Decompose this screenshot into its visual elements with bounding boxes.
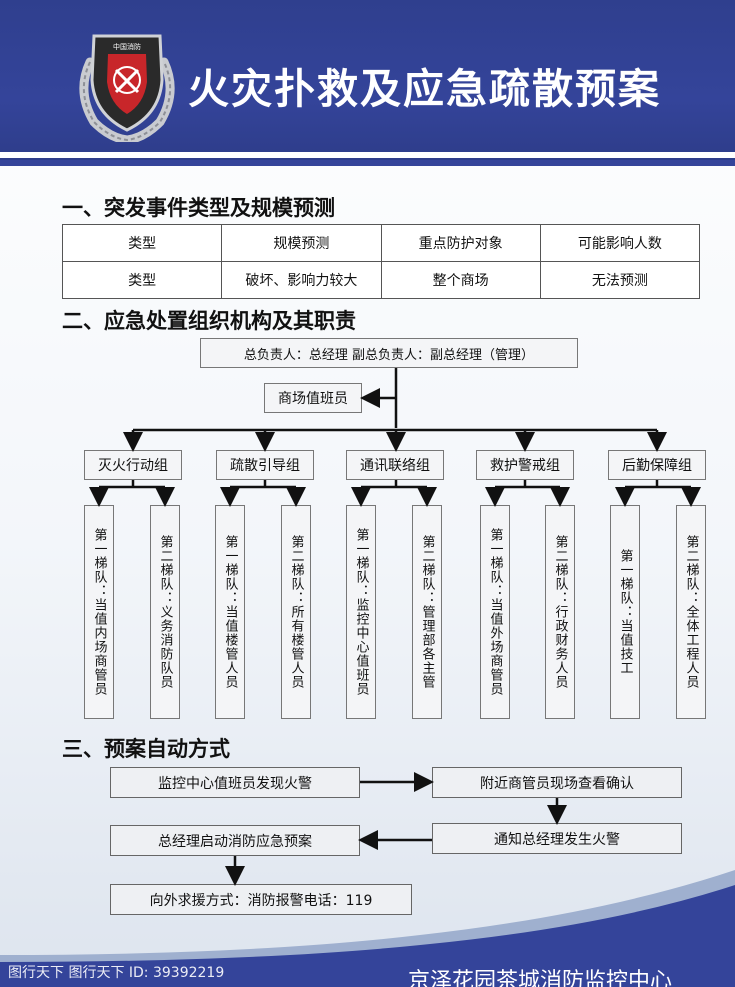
leadership-box: 总负责人：总经理 副总负责人：副总经理（管理） <box>200 338 578 368</box>
section-2-title: 二、应急处置组织机构及其职责 <box>62 309 356 333</box>
footer-org-name: 京泽花园茶城消防监控中心 <box>408 969 673 987</box>
table-cell: 类型 <box>61 261 223 299</box>
table-cell: 重点防护对象 <box>380 224 541 262</box>
table-cell: 类型 <box>61 224 223 262</box>
flow-step-notify: 通知总经理发生火警 <box>432 823 682 854</box>
fire-services-badge-icon: 中国消防 <box>79 34 175 142</box>
group-communication: 通讯联络组 <box>346 450 444 480</box>
member-box: 第二梯队：义务消防队员 <box>150 505 180 719</box>
flow-step-external-help: 向外求援方式：消防报警电话：119 <box>110 884 412 915</box>
member-box: 第一梯队：当值楼管人员 <box>215 505 245 719</box>
table-header-row: 类型 规模预测 重点防护对象 可能影响人数 <box>61 224 701 262</box>
section-1-title: 一、突发事件类型及规模预测 <box>62 196 335 220</box>
member-box: 第二梯队：全体工程人员 <box>676 505 706 719</box>
table-cell: 规模预测 <box>221 224 382 262</box>
badge-top-label: 中国消防 <box>113 42 141 51</box>
group-evacuation: 疏散引导组 <box>216 450 314 480</box>
header-divider-lower <box>0 160 735 166</box>
member-box: 第二梯队：所有楼管人员 <box>281 505 311 719</box>
table-cell: 可能影响人数 <box>539 224 701 262</box>
member-box: 第二梯队：管理部各主管 <box>412 505 442 719</box>
table-row: 类型 破坏、影响力较大 整个商场 无法预测 <box>61 261 701 299</box>
table-cell: 无法预测 <box>539 261 701 299</box>
group-fire-fighting: 灭火行动组 <box>84 450 182 480</box>
member-box: 第一梯队：当值外场商管员 <box>480 505 510 719</box>
section-3-title: 三、预案自动方式 <box>62 737 230 761</box>
table-cell: 破坏、影响力较大 <box>221 261 382 299</box>
flow-step-detect: 监控中心值班员发现火警 <box>110 767 360 798</box>
flow-step-confirm: 附近商管员现场查看确认 <box>432 767 682 798</box>
header-divider <box>0 152 735 158</box>
table-cell: 整个商场 <box>380 261 541 299</box>
watermark-text: 图行天下 图行天下 ID: 39392219 <box>8 965 225 981</box>
member-box: 第一梯队：当值内场商管员 <box>84 505 114 719</box>
page-title: 火灾扑救及应急疏散预案 <box>188 65 661 113</box>
member-box: 第一梯队：监控中心值班员 <box>346 505 376 719</box>
flow-step-activate: 总经理启动消防应急预案 <box>110 825 360 856</box>
member-box: 第二梯队：行政财务人员 <box>545 505 575 719</box>
member-box: 第一梯队：当值技工 <box>610 505 640 719</box>
group-rescue-guard: 救护警戒组 <box>476 450 574 480</box>
duty-staff-box: 商场值班员 <box>264 383 362 413</box>
event-type-table: 类型 规模预测 重点防护对象 可能影响人数 类型 破坏、影响力较大 整个商场 无… <box>61 224 701 299</box>
group-logistics: 后勤保障组 <box>608 450 706 480</box>
